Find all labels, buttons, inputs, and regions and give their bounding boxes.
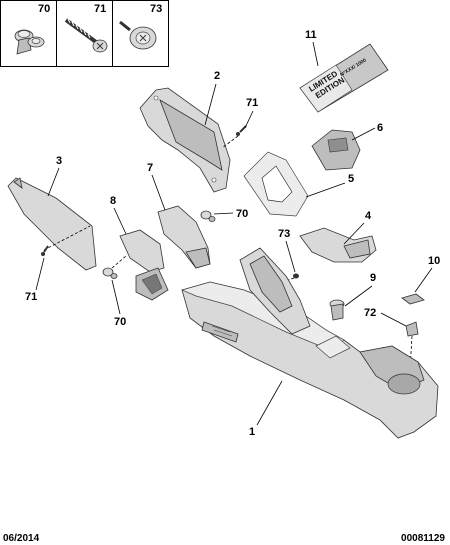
- leader-7: [151, 174, 166, 211]
- part-3-side-trim: [7, 177, 97, 271]
- leader-70-right: [213, 212, 234, 215]
- leader-5: [305, 182, 346, 198]
- callout-8: 8: [110, 195, 116, 207]
- part-6-gear-boot: [311, 129, 361, 171]
- leader-70-left: [111, 279, 121, 315]
- limited-edition-badge: LIMITED EDITION N°XXX/ 1000: [299, 43, 389, 113]
- leader-71-left: [35, 257, 45, 291]
- fastener-legend: 70 71 73: [0, 0, 169, 67]
- rivet-70-right: [200, 210, 216, 222]
- part-8-outlet: [119, 229, 169, 301]
- leader-71-top: [244, 110, 254, 129]
- callout-73: 73: [278, 228, 290, 240]
- leader-1: [256, 380, 283, 426]
- callout-72: 72: [364, 307, 376, 319]
- leader-11: [312, 41, 319, 67]
- callout-9: 9: [370, 272, 376, 284]
- footer-date: 06/2014: [3, 533, 40, 544]
- callout-4: 4: [365, 210, 372, 222]
- legend-label-71: 71: [94, 3, 106, 15]
- part-4-bracket: [299, 227, 377, 263]
- legend-label-70: 70: [38, 3, 50, 15]
- callout-70-left: 70: [114, 316, 126, 328]
- callout-70-right: 70: [236, 208, 248, 220]
- part-7-duct: [157, 205, 211, 269]
- leader-6: [351, 127, 376, 141]
- callout-1: 1: [249, 426, 255, 438]
- leader-10: [414, 267, 433, 293]
- rivet-70-left: [102, 255, 127, 279]
- leader-8: [113, 207, 127, 235]
- part-2-bracket: [139, 87, 231, 193]
- part-9-clip: [329, 299, 345, 321]
- screw-71-left: [41, 245, 49, 256]
- legend-label-73: 73: [150, 3, 162, 15]
- callout-6: 6: [377, 122, 383, 134]
- leader-72: [380, 312, 407, 327]
- part-5-bezel: [243, 151, 309, 217]
- leader-2: [204, 83, 217, 126]
- speed-nut-icon: [119, 20, 157, 50]
- footer-reference: 00081129: [401, 533, 445, 544]
- leader-3: [47, 167, 60, 197]
- screw-71-top: [236, 125, 247, 136]
- callout-2: 2: [214, 70, 220, 82]
- push-rivet-icon: [14, 29, 45, 55]
- callout-71-left: 71: [25, 291, 37, 303]
- callout-3: 3: [56, 155, 62, 167]
- leader-73: [285, 240, 296, 273]
- leader-9: [344, 285, 373, 307]
- part-10-cap: [401, 293, 425, 305]
- callout-10: 10: [428, 255, 440, 267]
- callout-5: 5: [348, 173, 354, 185]
- screw-icon: [64, 18, 108, 53]
- part-1-console: [180, 247, 439, 439]
- part-72-grommet: [405, 321, 419, 371]
- callout-11: 11: [305, 29, 317, 41]
- leader-4: [343, 222, 365, 245]
- callout-7: 7: [147, 162, 153, 174]
- callout-71-top: 71: [246, 97, 258, 109]
